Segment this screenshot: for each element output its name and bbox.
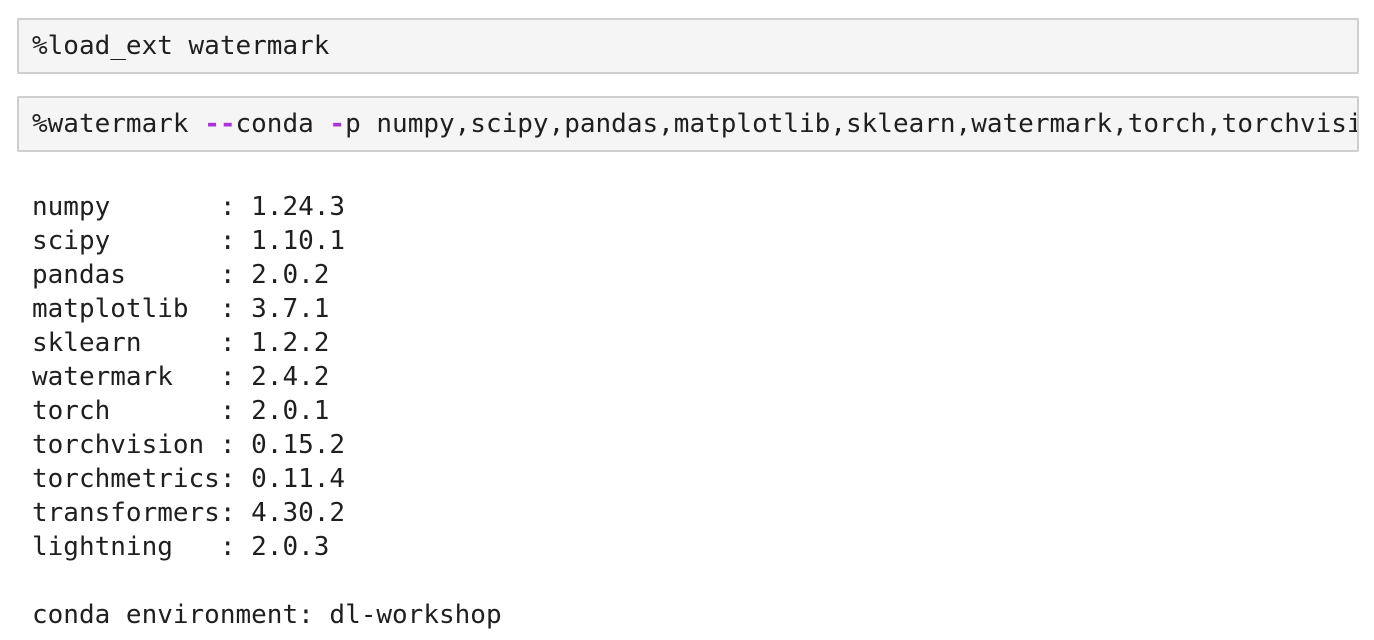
code-source-watermark-command[interactable]: %watermark --conda -p numpy,scipy,pandas… bbox=[32, 109, 1359, 139]
watermark-version-output: numpy : 1.24.3 scipy : 1.10.1 pandas : 2… bbox=[32, 192, 502, 630]
code-cell-watermark-command[interactable]: %watermark --conda -p numpy,scipy,pandas… bbox=[17, 96, 1359, 152]
code-source-load-ext[interactable]: %load_ext watermark bbox=[32, 31, 330, 61]
cell-output-area: numpy : 1.24.3 scipy : 1.10.1 pandas : 2… bbox=[17, 174, 1359, 632]
code-cell-load-ext[interactable]: %load_ext watermark bbox=[17, 18, 1359, 74]
